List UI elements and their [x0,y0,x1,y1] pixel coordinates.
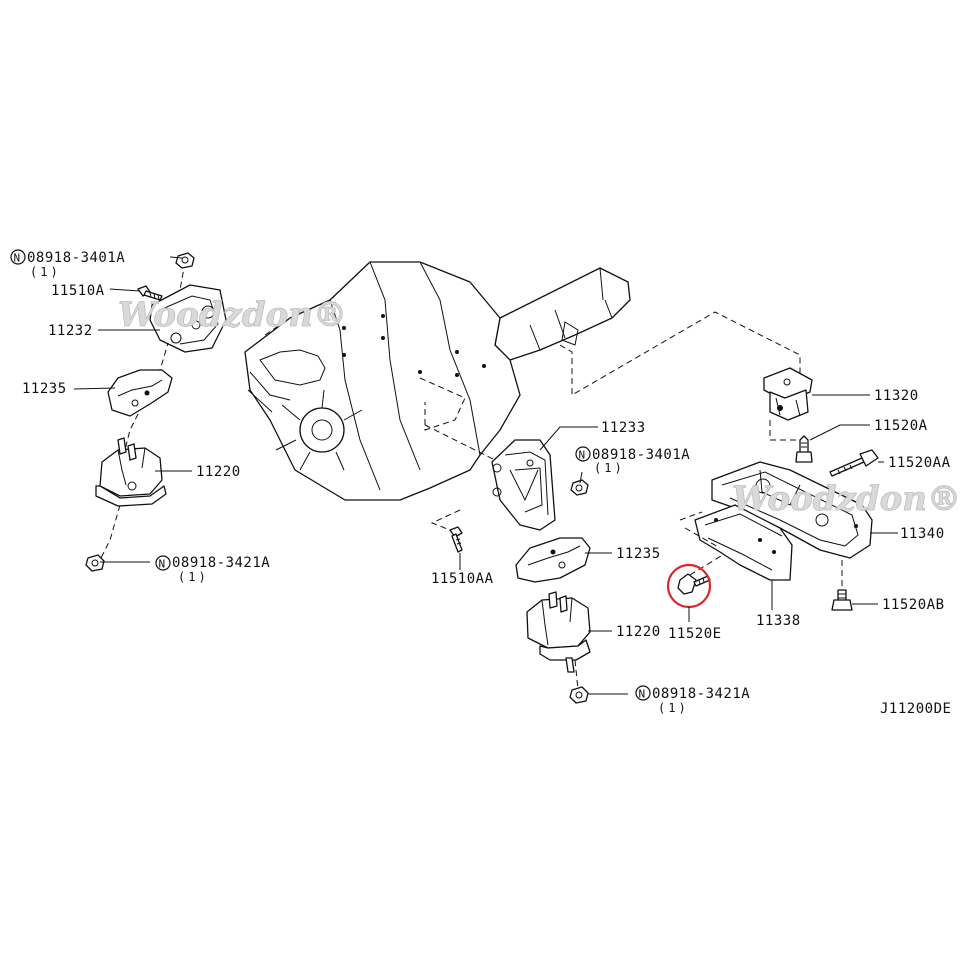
label-11520a: 11520A [874,418,928,434]
bolt-11520aa [829,449,879,477]
label-11320: 11320 [874,388,919,404]
bolt-11520e [677,573,711,595]
label-11233: 11233 [601,420,646,436]
label-11235-mid: 11235 [616,546,661,562]
left-mount-stack [85,252,227,572]
diagram-code: J11200DE [880,701,951,717]
nut-marker-letter: N [159,558,166,571]
label-11520ab: 11520AB [882,597,945,613]
label-11220-mid: 11220 [616,624,661,640]
label-11520e: 11520E [668,626,722,642]
bolt-11510aa [449,526,463,553]
label-11338: 11338 [756,613,801,629]
nut-marker-letter: N [579,449,586,462]
label-11220-left: 11220 [196,464,241,480]
engine-assembly [244,261,631,501]
middle-mount-stack [424,424,591,704]
insulator-11220-mid [526,591,591,673]
nut-mid-bottom [569,686,589,704]
bracket-11338 [679,504,793,581]
label-11510aa: 11510AA [431,571,494,587]
label-qty-b: (1) [178,570,209,584]
label-11235-left: 11235 [22,381,67,397]
nut-marker-letter: N [14,252,21,265]
bracket-11233 [491,439,556,531]
insulator-11220-left [95,437,167,507]
nut-marker-mid-top: N [575,446,591,462]
label-08918-3421a-left: 08918-3421A [172,555,270,571]
watermark-right: Woodzdon® [732,479,960,519]
bolt-11520ab [831,589,853,611]
heat-shield-11235-left [107,369,173,417]
leader-lines [73,256,898,695]
label-qty-a: (1) [30,265,61,279]
nut-marker-mid-bottom: N [635,685,651,701]
bolt-11520a [795,435,813,463]
nut-marker-left-bottom: N [155,555,171,571]
nut-mid-top [570,479,589,496]
label-08918-3401a-mid: 08918-3401A [592,447,690,463]
nut-marker-letter: N [639,688,646,701]
label-08918-3401a-left: 08918-3401A [27,250,125,266]
label-08918-3421a-mid: 08918-3421A [652,686,750,702]
part-labels: 08918-3401A (1) 11510A 11232 11235 11220… [22,250,951,717]
watermark-left: Woodzdon® [118,295,347,335]
label-11510a: 11510A [51,283,105,299]
rear-mount-crossmember [559,311,879,611]
label-11232: 11232 [48,323,93,339]
rear-mount-11320 [763,367,813,421]
nut-top-left [175,252,195,269]
bolt-11510a [137,285,163,301]
label-qty-c: (1) [594,461,625,475]
nut-bottom-left [85,554,105,572]
heat-shield-11235-mid [515,537,591,583]
label-qty-d: (1) [658,701,689,715]
label-11340: 11340 [900,526,945,542]
bracket-11232 [149,284,227,353]
nut-marker-left-top: N [10,249,26,265]
label-11520aa: 11520AA [888,455,951,471]
